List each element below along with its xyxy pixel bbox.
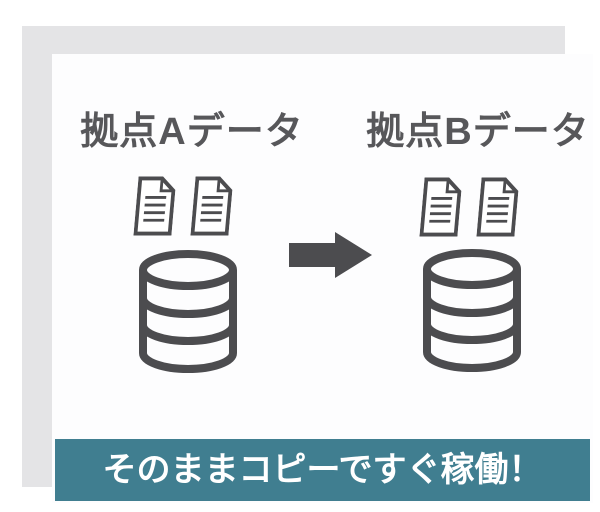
banner: そのままコピーですぐ稼働！ <box>55 439 590 501</box>
database-icon <box>423 249 521 372</box>
diagram-card: 拠点Aデータ <box>52 54 593 503</box>
banner-text: そのままコピーですぐ稼働！ <box>102 451 543 489</box>
document-icon <box>419 177 462 237</box>
site-a-label: 拠点Aデータ <box>80 111 304 153</box>
document-icon <box>476 177 519 237</box>
document-icon <box>133 176 176 236</box>
site-b-documents <box>419 177 519 237</box>
database-icon <box>139 250 237 373</box>
site-a-documents <box>133 176 233 236</box>
arrow-right-icon <box>289 232 372 278</box>
site-b-label: 拠点Bデータ <box>366 111 590 153</box>
document-icon <box>190 176 233 236</box>
